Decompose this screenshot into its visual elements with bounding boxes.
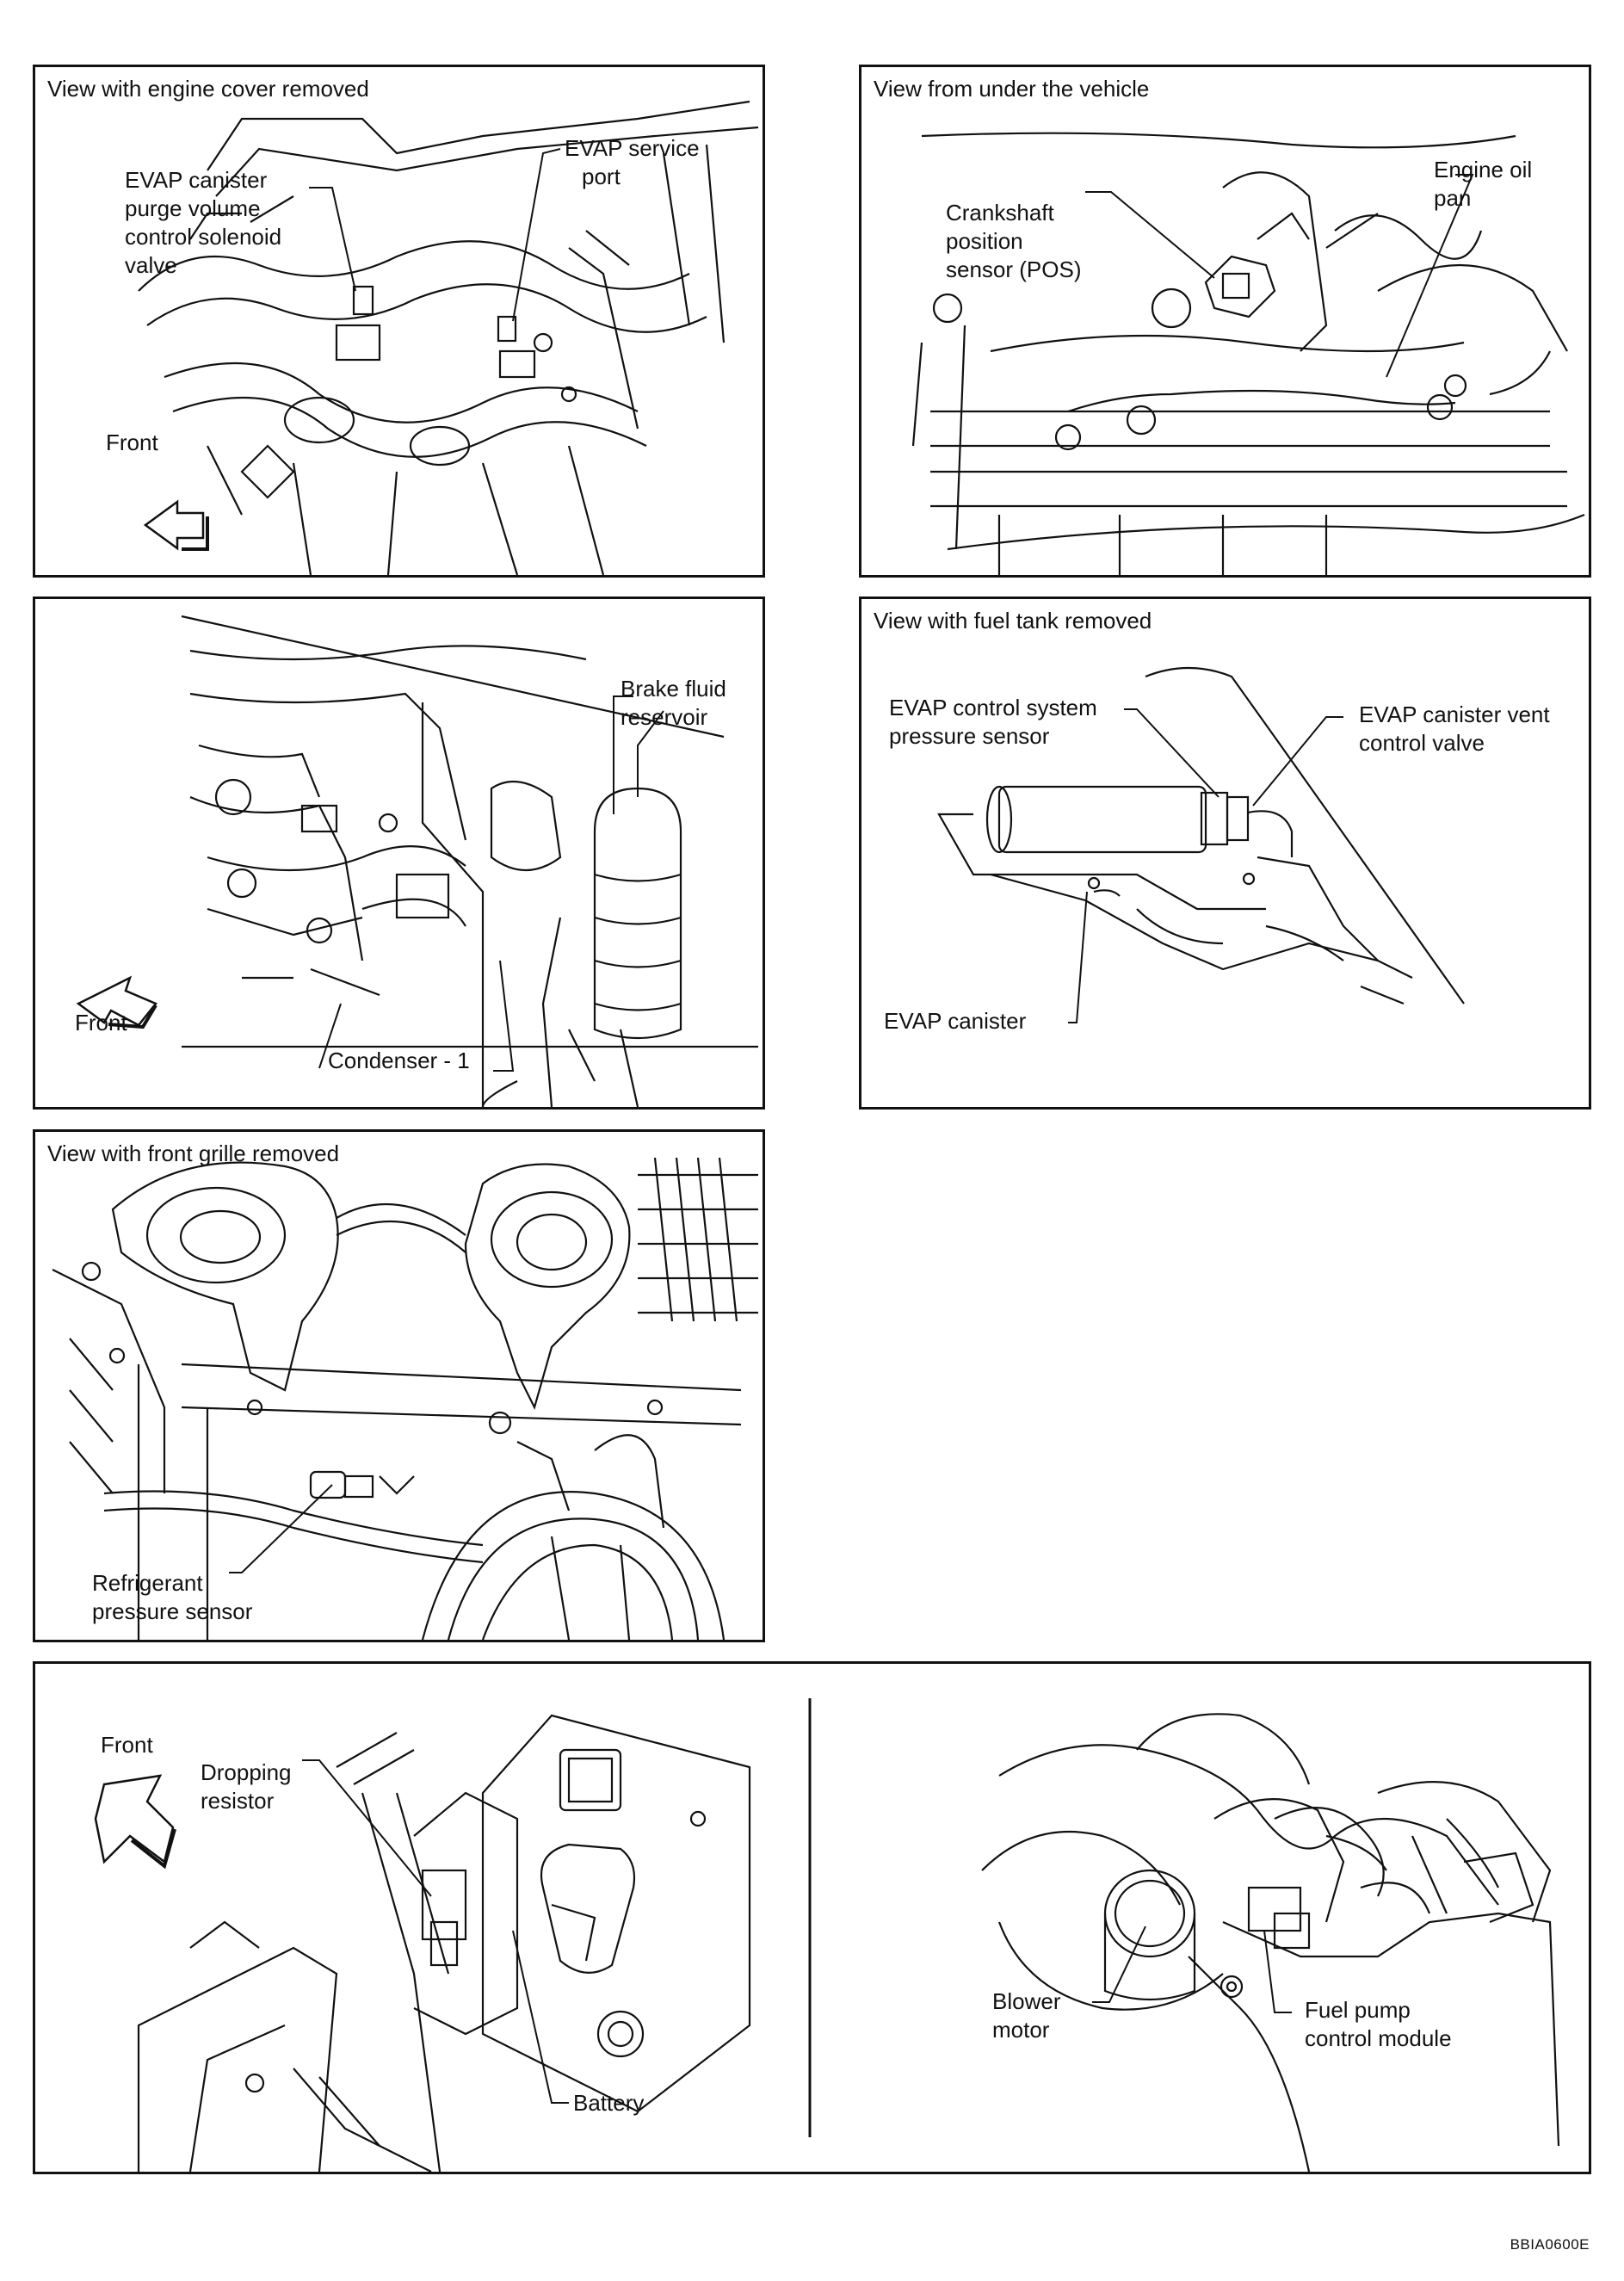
fuel-tank-illustration: [937, 666, 1465, 1023]
label-vent-valve: EVAP canister vent control valve: [1359, 702, 1550, 756]
label-condenser: Condenser - 1: [328, 1048, 470, 1073]
panel-fuel-tank: View with fuel tank removed EVAP control…: [859, 597, 1591, 1110]
panel-front-grille: View with front grille removed Refrigera…: [33, 1129, 765, 1642]
label-oil-pan: Engine oil pan: [1434, 157, 1533, 211]
panel-brake-condenser: Brake fluid reservoir Condenser - 1 Fron…: [33, 597, 765, 1110]
label-evap-canister: EVAP canister: [884, 1008, 1027, 1034]
panel-title: View from under the vehicle: [874, 76, 1150, 102]
label-pressure-sensor: EVAP control system pressure sensor: [889, 695, 1097, 749]
engine-bay-illustration: [138, 100, 759, 575]
panel-title: View with engine cover removed: [47, 76, 369, 102]
front-label: Front: [101, 1732, 153, 1758]
label-brake-reservoir: Brake fluid reservoir: [621, 676, 726, 730]
label-fuel-pump-module: Fuel pump control module: [1305, 1997, 1452, 2051]
label-blower-motor: Blower motor: [992, 1988, 1061, 2043]
front-label: Front: [106, 430, 158, 455]
label-battery: Battery: [573, 2090, 645, 2116]
label-refrigerant-sensor: Refrigerant pressure sensor: [92, 1570, 253, 1624]
panel-engine-cover: View with engine cover removed EVAP cani…: [33, 65, 765, 578]
panel-under-vehicle: View from under the vehicle Crankshaft p…: [859, 65, 1591, 578]
panel-title: View with fuel tank removed: [874, 608, 1152, 634]
under-vehicle-illustration: [911, 132, 1585, 575]
panel-battery-blower: Front Dropping resistor Battery Blower m…: [33, 1661, 1591, 2174]
label-purge-valve: EVAP canister purge volume control solen…: [125, 167, 282, 278]
panel-title: View with front grille removed: [47, 1140, 340, 1166]
label-crankshaft-sensor: Crankshaft position sensor (POS): [946, 200, 1082, 282]
front-grille-illustration: [52, 1157, 758, 1640]
label-dropping-resistor: Dropping resistor: [201, 1759, 292, 1814]
figure-code: BBIA0600E: [1510, 2236, 1590, 2253]
brake-condenser-illustration: [76, 615, 758, 1107]
front-label: Front: [75, 1010, 127, 1035]
label-service-port: EVAP service port: [565, 135, 700, 189]
battery-blower-illustration: [94, 1698, 1560, 2172]
